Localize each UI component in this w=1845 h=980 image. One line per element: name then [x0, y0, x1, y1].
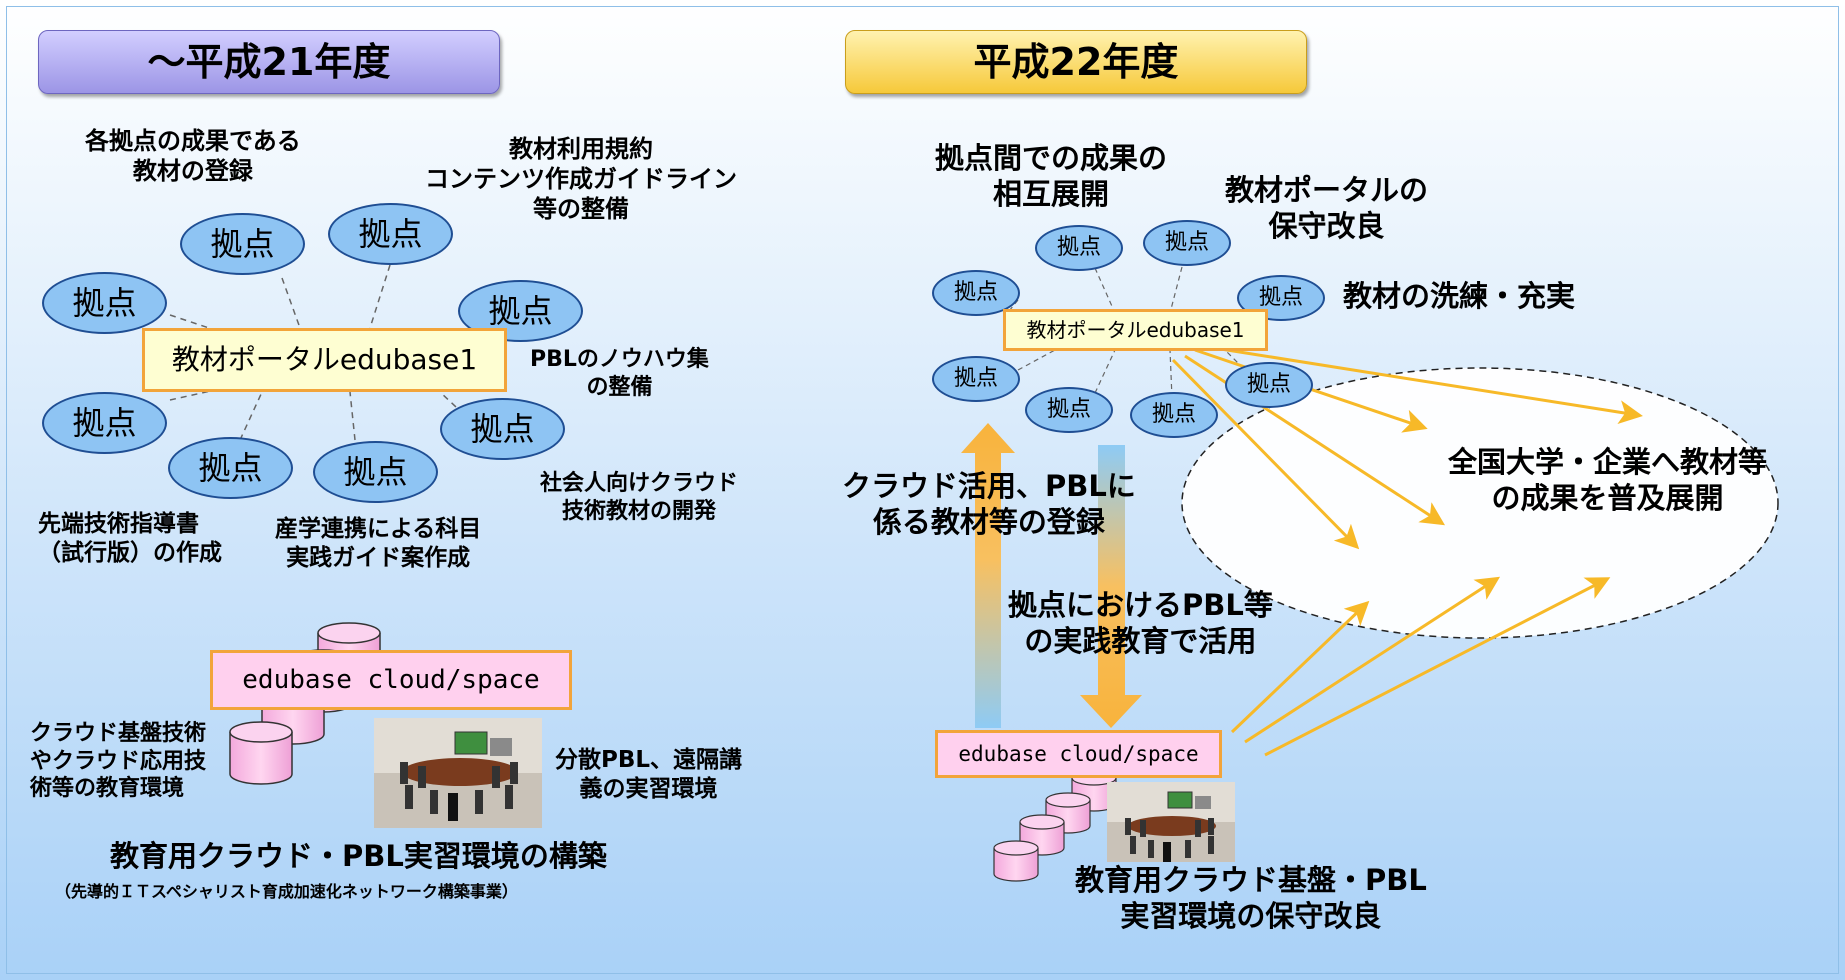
left-hub-node-7: 拠点 — [168, 437, 293, 499]
right-note-spread: 全国大学・企業へ教材等の成果を普及展開 — [1448, 445, 1768, 516]
left-footer-subtitle: （先導的ＩＴスペシャリスト育成加速化ネットワーク構築事業） — [55, 882, 518, 901]
left-hub-node-6: 拠点 — [440, 398, 565, 460]
left-note-advanced-guide: 先端技術指導書（試行版）の作成 — [38, 511, 222, 566]
left-classroom-illustration — [374, 718, 542, 828]
right-hub-node-6: 拠点 — [1225, 362, 1313, 408]
left-hub-node-2: 拠点 — [328, 203, 453, 265]
right-note-maintain: 教材ポータルの保守改良 — [1225, 173, 1429, 244]
right-note-register: クラウド活用、PBLに係る教材等の登録 — [842, 469, 1136, 540]
right-hub-node-8: 拠点 — [1130, 392, 1218, 438]
right-cloud-space-box: edubase cloud/space — [935, 730, 1222, 778]
left-period-header: ～平成21年度 — [38, 30, 500, 94]
cloud-distribution-arrows — [1230, 576, 1611, 757]
right-hub-node-7: 拠点 — [1025, 387, 1113, 433]
target-ellipse — [1181, 367, 1779, 639]
right-period-header: 平成22年度 — [845, 30, 1307, 94]
right-hub-node-5: 拠点 — [932, 356, 1020, 402]
upload-arrow — [961, 423, 1015, 728]
left-footer-title: 教育用クラウド・PBL実習環境の構築 — [110, 839, 607, 873]
outer-frame — [6, 6, 1839, 974]
left-hub-node-3: 拠点 — [42, 272, 167, 334]
utilize-arrow — [1080, 445, 1142, 728]
left-hub-node-5: 拠点 — [42, 392, 167, 454]
right-hub-node-3: 拠点 — [932, 270, 1020, 316]
left-distributed-text: 分散PBL、遠隔講義の実習環境 — [555, 747, 743, 802]
right-portal-box: 教材ポータルedubase1 — [1003, 309, 1268, 351]
left-note-working-adults: 社会人向けクラウド技術教材の開発 — [540, 471, 739, 524]
right-note-refine: 教材の洗練・充実 — [1343, 279, 1576, 313]
left-portal-box: 教材ポータルedubase1 — [142, 328, 507, 392]
left-note-rules: 教材利用規約コンテンツ作成ガイドライン等の整備 — [425, 135, 737, 223]
left-cloud-env-text: クラウド基盤技術やクラウド応用技術等の教育環境 — [30, 721, 207, 801]
left-cloud-space-box: edubase cloud/space — [210, 650, 572, 710]
right-note-practice: 拠点におけるPBL等の実践教育で活用 — [1008, 588, 1273, 659]
right-classroom-illustration — [1107, 782, 1235, 862]
left-note-industry: 産学連携による科目実践ガイド案作成 — [275, 516, 482, 571]
left-hub-node-1: 拠点 — [180, 213, 305, 275]
left-hub-node-8: 拠点 — [313, 441, 438, 503]
right-hub-node-1: 拠点 — [1035, 225, 1123, 271]
right-hub-node-2: 拠点 — [1143, 220, 1231, 266]
right-note-mutual: 拠点間での成果の相互展開 — [935, 141, 1168, 212]
left-note-register: 各拠点の成果である教材の登録 — [85, 127, 301, 185]
left-note-pbl-knowhow: PBLのノウハウ集の整備 — [530, 347, 709, 400]
